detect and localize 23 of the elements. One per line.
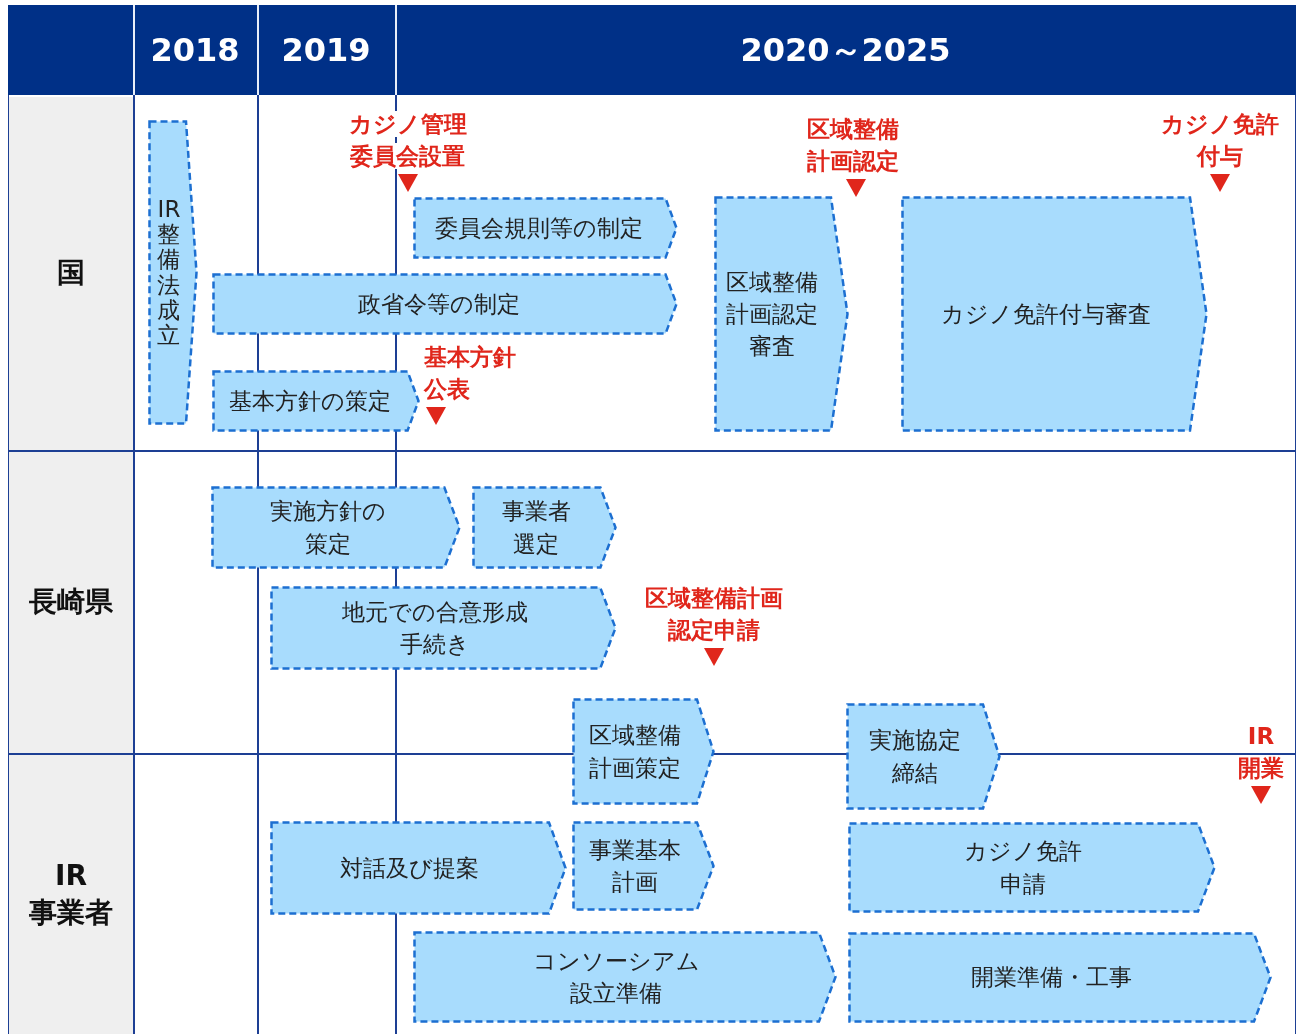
step-box: 対話及び提案 [270,821,567,915]
step-box: 地元での合意形成手続き [270,586,617,670]
step-box: 事業者選定 [472,486,617,569]
step-box: 政省令等の制定 [212,273,678,335]
step-box: 事業基本計画 [572,821,715,911]
step-box: IR整備法成立 [148,120,198,425]
row-heading: 国 [9,97,133,450]
row-heading: IR 事業者 [9,755,133,1034]
step-box: コンソーシアム設立準備 [413,931,837,1023]
step-box: 実施方針の策定 [211,486,461,569]
step-box: 区域整備計画認定審査 [714,196,849,432]
row-heading: 長崎県 [9,452,133,753]
milestone-label: カジノ管理委員会設置 [347,110,468,172]
step-box: カジノ免許申請 [848,822,1216,913]
step-box: カジノ免許付与審査 [901,196,1208,432]
step-box: 開業準備・工事 [848,932,1272,1023]
year-heading: 2018 [133,5,257,95]
year-heading: 2019 [257,5,395,95]
step-box: 基本方針の策定 [212,370,420,432]
step-box: 実施協定締結 [846,703,1001,810]
year-heading: 2020～2025 [395,5,1296,95]
step-box: 委員会規則等の制定 [413,197,678,259]
step-box: 区域整備計画策定 [572,698,715,805]
